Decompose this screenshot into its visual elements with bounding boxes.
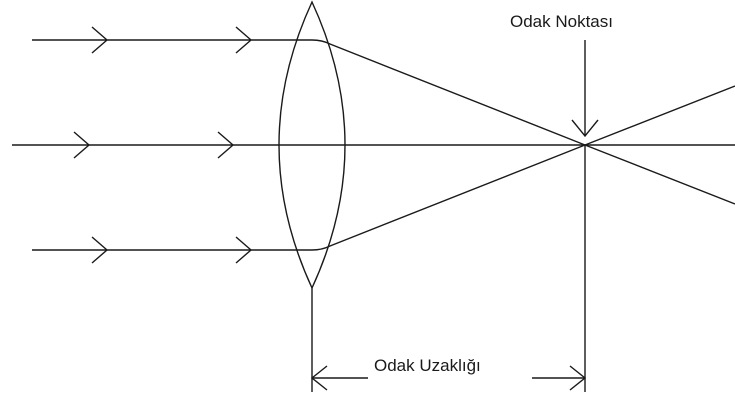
- focal-length-label: Odak Uzaklığı: [374, 356, 481, 375]
- arrow-icon: [91, 26, 109, 54]
- arrow-icon: [217, 131, 235, 159]
- arrow-icon: [235, 26, 253, 54]
- diverging-ray-up: [584, 85, 735, 146]
- refracted-ray-top: [311, 39, 586, 146]
- arrow-icon: [91, 236, 109, 264]
- arrow-icon: [235, 236, 253, 264]
- arrow-icon: [73, 131, 91, 159]
- arrow-left-icon: [310, 365, 328, 391]
- arrow-right-icon: [569, 365, 587, 391]
- diverging-ray-down: [584, 144, 735, 205]
- refracted-ray-bottom: [311, 144, 586, 251]
- arrow-down-icon: [571, 119, 599, 138]
- focal-point-label: Odak Noktası: [510, 12, 613, 31]
